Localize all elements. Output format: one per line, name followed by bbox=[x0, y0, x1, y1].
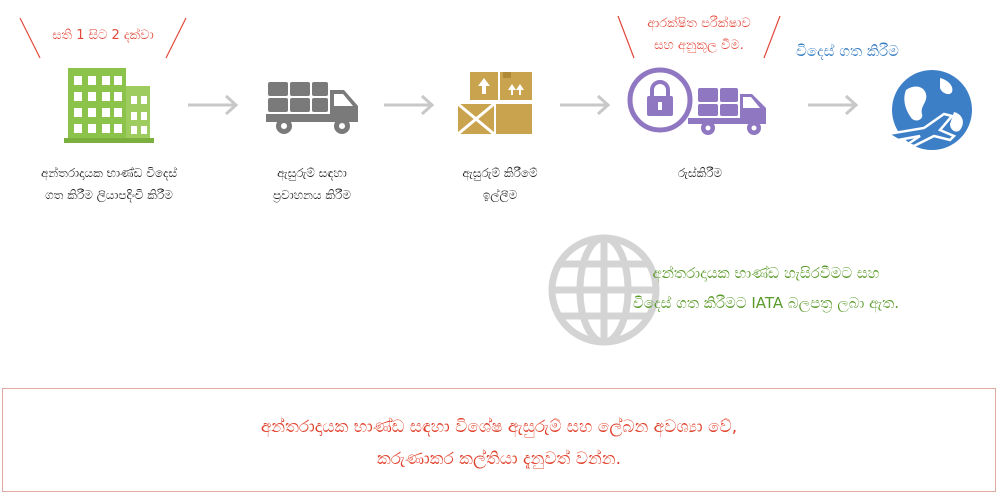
arrow-icon bbox=[186, 94, 240, 116]
globe-plane-icon bbox=[884, 64, 976, 164]
arrow-icon bbox=[806, 94, 860, 116]
step-label-line: ඇසුරුම් සඳහා bbox=[277, 166, 347, 180]
notice-line: කරුණාකර කල්තියා දැනුවත් වන්න. bbox=[377, 449, 621, 469]
duration-note: සති 1 සිට 2 දක්වා bbox=[18, 14, 188, 62]
safety-note: ආරක්ෂිත පරීක්ෂාව සහ අනුකූල වීම. bbox=[614, 12, 784, 66]
safety-note-lines bbox=[617, 15, 781, 59]
step-label-registration: අන්තරාදායක භාණ්ඩ විදෙස් ගත කිරීම ලියාපදි… bbox=[4, 162, 214, 206]
iata-certificate-text: අන්තරාදායක භාණ්ඩ හැසිරවීමට සහ විදෙස් ගත … bbox=[548, 258, 984, 318]
step-label-packing: ඇසුරුම් කිරීමේ ඉල්ලීම bbox=[410, 162, 590, 206]
step-label-line: රුස්කිරීම bbox=[677, 166, 723, 180]
step-label-line: ඉල්ලීම bbox=[482, 188, 518, 202]
duration-text: සති 1 සිට 2 දක්වා bbox=[52, 28, 154, 43]
notice-line: අන්තරාදායක භාණ්ඩ සඳහා විශේෂ ඇසුරුම් සහ ල… bbox=[260, 417, 738, 437]
step-label-collection: රුස්කිරීම bbox=[610, 162, 790, 184]
locked-truck-icon bbox=[626, 66, 776, 142]
packaging-notice-text: අන්තරාදායක භාණ්ඩ සඳහා විශේෂ ඇසුරුම් සහ ල… bbox=[3, 411, 995, 475]
step-label-line: අන්තරාදායක භාණ්ඩ විදෙස් bbox=[41, 166, 177, 180]
arrow-icon bbox=[558, 94, 612, 116]
boxes-icon bbox=[456, 72, 536, 140]
step-label-transport: ඇසුරුම් සඳහා ප්‍රවාහනය කිරීම bbox=[222, 162, 402, 206]
duration-note-lines bbox=[19, 17, 187, 59]
step-label-line: ඇසුරුම් කිරීමේ bbox=[462, 166, 538, 180]
safety-text-line2: සහ අනුකූල වීම. bbox=[654, 38, 744, 53]
step-label-line: ගත කිරීම ලියාපදිංචි කිරීම bbox=[45, 188, 173, 202]
certificate-line: අන්තරාදායක භාණ්ඩ හැසිරවීමට සහ bbox=[652, 264, 880, 282]
arrow-icon bbox=[382, 94, 436, 116]
safety-text-line1: ආරක්ෂිත පරීක්ෂාව bbox=[647, 16, 751, 31]
globe-outline-icon bbox=[544, 230, 664, 354]
building-icon bbox=[60, 56, 156, 148]
export-note: විදෙස් ගත කිරීම bbox=[796, 42, 899, 60]
certificate-line: විදෙස් ගත කිරීමට IATA බලපත්‍ර ලබා ඇත. bbox=[632, 294, 900, 312]
step-label-line: ප්‍රවාහනය කිරීම bbox=[273, 188, 351, 202]
truck-icon bbox=[264, 76, 362, 140]
packaging-notice-box: අන්තරාදායක භාණ්ඩ සඳහා විශේෂ ඇසුරුම් සහ ල… bbox=[2, 388, 996, 492]
